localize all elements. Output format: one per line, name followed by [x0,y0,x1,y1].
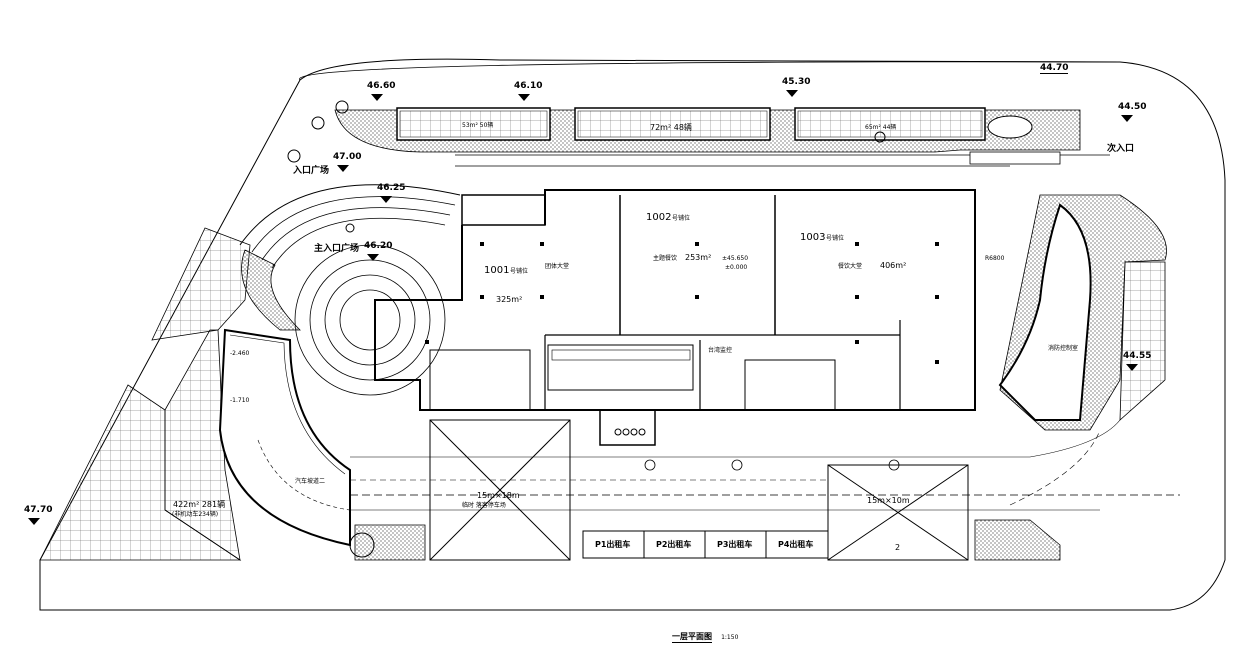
elevation-label: 44.70 [1040,63,1069,74]
taxi-bay-label: P1出租车 [595,540,631,549]
elevation-triangle [1121,115,1133,122]
elevation-label: 46.10 [514,81,543,91]
taxi-bay-label: P2出租车 [656,540,692,549]
unit-number: 1002 [646,212,672,223]
drop-off-note: 临时 落客停车场 [462,502,506,509]
secondary-entrance-label: 次入口 [1107,144,1135,154]
parking-label: 65m² 44辆 [865,124,897,131]
elevation-triangle [1126,364,1138,371]
control-room-label: 消防控制室 [1048,345,1079,352]
room-label: 台湾监控 [708,347,733,354]
elevation-label: 47.70 [24,505,53,515]
ramp-right [998,203,1092,421]
level-mark-value: ±45.650 [722,255,749,262]
drop-off-right [827,464,969,561]
parking-area-left: 422m² 281辆 [173,500,226,509]
elevation-label: 47.00 [333,152,362,162]
site-boundary [39,58,1226,611]
drawing-title-block: 一层平面图 1:150 [672,624,738,643]
section-mark: 2 [895,543,901,552]
parking-label: 53m² 50辆 [462,122,494,129]
level-mark: ±0.000 [725,264,748,271]
elevation-triangle [367,254,379,261]
main-building [374,189,976,446]
unit-number: 1001 [484,265,510,276]
elevation-triangle [380,196,392,203]
unit-type: 号铺位 [510,268,529,275]
ramp-label: 汽车坡道二 [295,478,326,485]
hall-label: 团体大堂 [545,263,570,270]
elevation-triangle [28,518,40,525]
drop-off-left [429,419,571,561]
entry-plaza-label: 入口广场 [293,166,330,176]
elevation-label: 46.20 [364,241,393,251]
elevation-label: 46.25 [377,183,406,193]
parking-label: 72m² 48辆 [650,123,692,132]
drawing-scale: 1:150 [721,634,739,641]
unit-area: 406m² [880,261,907,270]
unit-number: 1003 [800,232,826,243]
unit-area: 325m² [496,295,523,304]
radius-label: R6800 [985,255,1005,262]
level-label: -2.460 [230,350,250,357]
taxi-bay-label: P3出租车 [717,540,753,549]
drop-off-size: 15m×18m [477,491,520,500]
grass-area-left-upper [151,227,251,341]
main-plaza-label: 主入口广场 [314,244,360,254]
elevation-triangle [518,94,530,101]
hall-label: 餐饮大堂 [838,263,863,270]
parking-note-left: (非机动车234辆) [172,511,219,518]
elevation-label: 45.30 [782,77,811,87]
elevation-label: 44.55 [1123,351,1152,361]
hall-label: 主题餐饮 [653,255,678,262]
drawing-title: 一层平面图 [672,632,712,643]
unit-type: 号铺位 [672,215,691,222]
level-label: -1.710 [230,397,250,404]
fountain-top-right [987,115,1033,139]
elevation-triangle [786,90,798,97]
drop-off-size: 15m×10m [867,496,910,505]
unit-area: 253m² [685,253,712,262]
elevation-label: 46.60 [367,81,396,91]
taxi-bay-label: P4出租车 [778,540,814,549]
elevation-triangle [371,94,383,101]
unit-type: 号铺位 [826,235,845,242]
elevation-triangle [337,165,349,172]
main-plaza [239,184,461,396]
elevation-label: 44.50 [1118,102,1147,112]
columns [425,242,939,364]
